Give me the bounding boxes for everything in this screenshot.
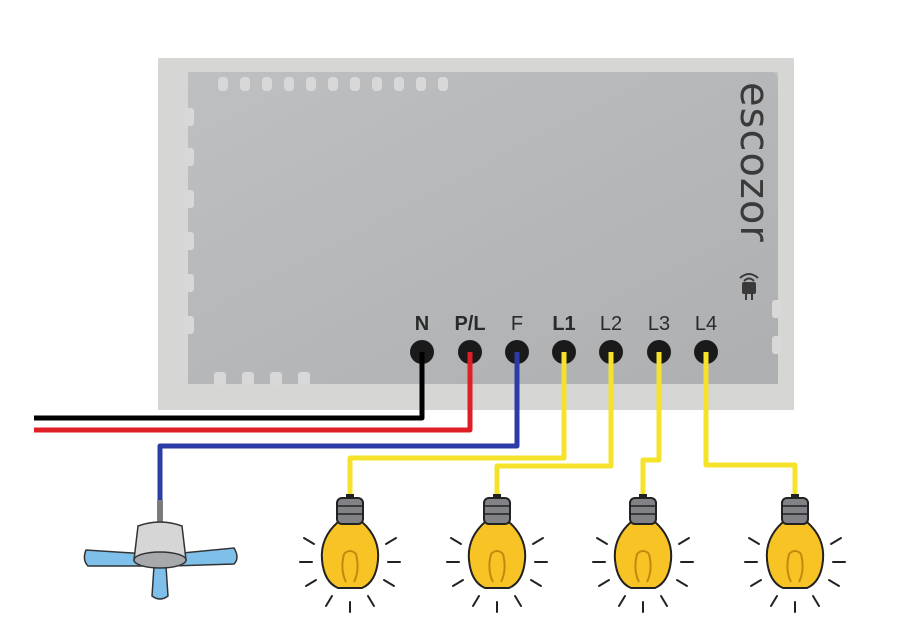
load-wire-l3 — [640, 352, 662, 494]
bulb-l1 — [299, 493, 401, 613]
ceiling-fan-icon — [83, 500, 238, 600]
top-vents — [218, 77, 448, 91]
load-wire-l1 — [347, 352, 567, 494]
load-wire-l2 — [494, 352, 614, 494]
terminal-label-l2: L2 — [600, 313, 622, 335]
wifi-plug-icon — [739, 273, 759, 300]
terminal-label-l3: L3 — [648, 313, 670, 335]
terminal-label-l4: L4 — [695, 313, 717, 335]
terminal-label-l1: L1 — [552, 313, 575, 335]
fan-wire — [157, 352, 520, 500]
terminal-label-pl: P/L — [454, 313, 485, 335]
bulb-l4 — [744, 493, 846, 613]
terminal-labels: N P/L F L1 L2 L3 L4 — [415, 313, 717, 335]
wires — [34, 352, 798, 500]
load-wire-l4 — [703, 352, 798, 494]
bottom-vents — [214, 372, 310, 386]
bulb-l3 — [592, 493, 694, 613]
switch-module: escozor N P/L F L1 L2 L3 L4 — [158, 58, 794, 410]
terminal-label-f: F — [511, 313, 523, 335]
bulb-l2 — [446, 493, 548, 613]
brand-logo: escozor — [731, 82, 777, 243]
terminal-label-n: N — [415, 313, 429, 335]
side-vents — [184, 108, 782, 354]
neutral-wire — [34, 352, 425, 421]
phase-wire — [34, 352, 473, 433]
